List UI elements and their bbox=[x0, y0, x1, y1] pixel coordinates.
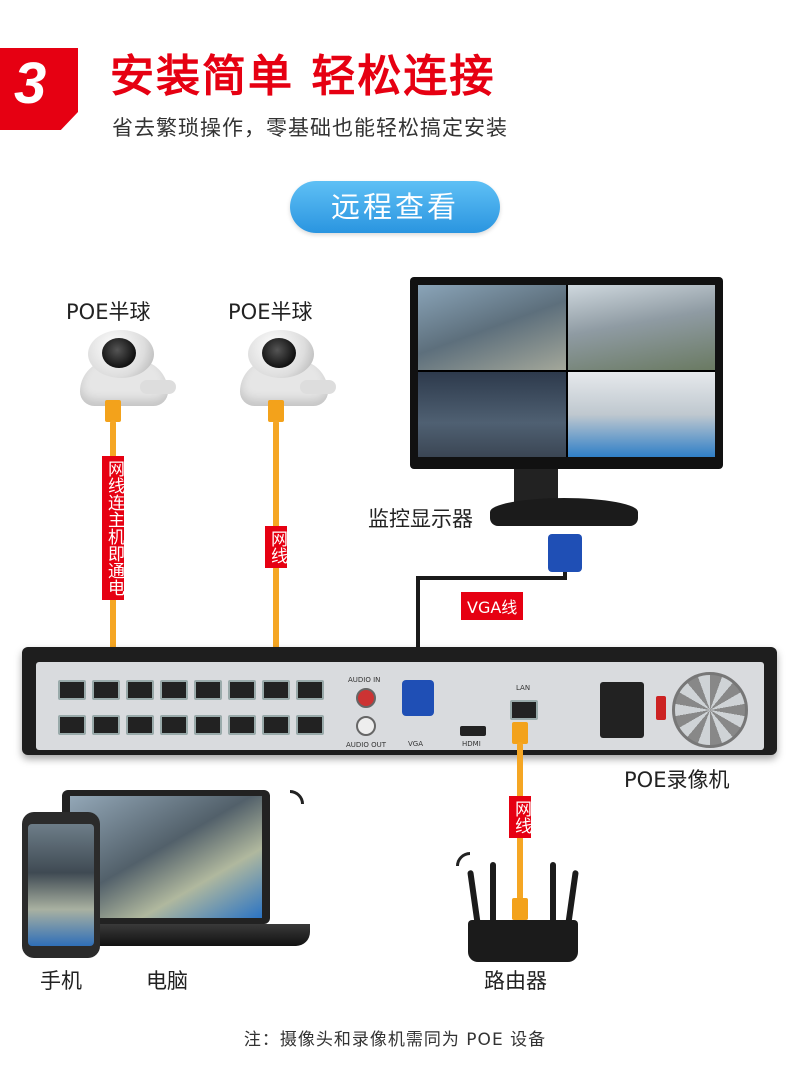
cable-1-label: 网线连主机即通电 bbox=[102, 456, 124, 600]
phone-screen bbox=[28, 824, 94, 946]
step-badge bbox=[0, 48, 78, 130]
cable-2-label: 网线 bbox=[265, 526, 287, 568]
rj45-connector-icon bbox=[105, 400, 121, 422]
page-subtitle: 省去繁琐操作，零基础也能轻松搞定安装 bbox=[112, 116, 508, 140]
wifi-icon bbox=[270, 784, 310, 824]
laptop-base bbox=[40, 924, 310, 946]
power-socket-icon bbox=[600, 682, 644, 738]
monitor-foot bbox=[490, 498, 638, 526]
footnote: 注：摄像头和录像机需同为 POE 设备 bbox=[243, 1030, 547, 1050]
rj45-connector-icon bbox=[268, 400, 284, 422]
vga-cable bbox=[416, 576, 567, 580]
monitor-label: 监控显示器 bbox=[368, 507, 473, 531]
router-cable-label: 网线 bbox=[509, 796, 531, 838]
step-number: 3 bbox=[14, 51, 47, 116]
camera-2-label: POE半球 bbox=[228, 300, 313, 324]
vga-plug-icon bbox=[402, 680, 434, 716]
rj45-connector-icon bbox=[512, 722, 528, 744]
vga-port-label: VGA bbox=[408, 740, 424, 748]
hdmi-port-label: HDMI bbox=[462, 740, 481, 748]
lan-port-label: LAN bbox=[516, 684, 531, 692]
vga-cable-label: VGA线 bbox=[461, 592, 524, 620]
power-switch-icon bbox=[656, 696, 666, 720]
router-icon bbox=[468, 920, 578, 962]
nvr-label: POE录像机 bbox=[624, 768, 730, 792]
poe-port-grid bbox=[58, 680, 330, 742]
lan-port bbox=[510, 700, 538, 720]
fan-icon bbox=[672, 672, 748, 748]
audio-in-port bbox=[356, 688, 376, 708]
page-title: 安装简单 轻松连接 bbox=[110, 51, 496, 102]
wifi-icon bbox=[450, 846, 490, 886]
phone-label: 手机 bbox=[40, 969, 82, 993]
laptop-label: 电脑 bbox=[146, 969, 188, 993]
router-label: 路由器 bbox=[484, 969, 547, 993]
section-pill: 远程查看 bbox=[290, 181, 500, 233]
audio-out-port bbox=[356, 716, 376, 736]
rj45-connector-icon bbox=[512, 898, 528, 920]
audio-in-label: AUDIO IN bbox=[348, 676, 381, 684]
laptop-display bbox=[70, 796, 262, 918]
vga-connector-icon bbox=[548, 534, 582, 572]
monitor-screen bbox=[418, 285, 715, 457]
camera-1-label: POE半球 bbox=[66, 300, 151, 324]
hdmi-port bbox=[460, 726, 486, 736]
audio-out-label: AUDIO OUT bbox=[346, 741, 387, 749]
